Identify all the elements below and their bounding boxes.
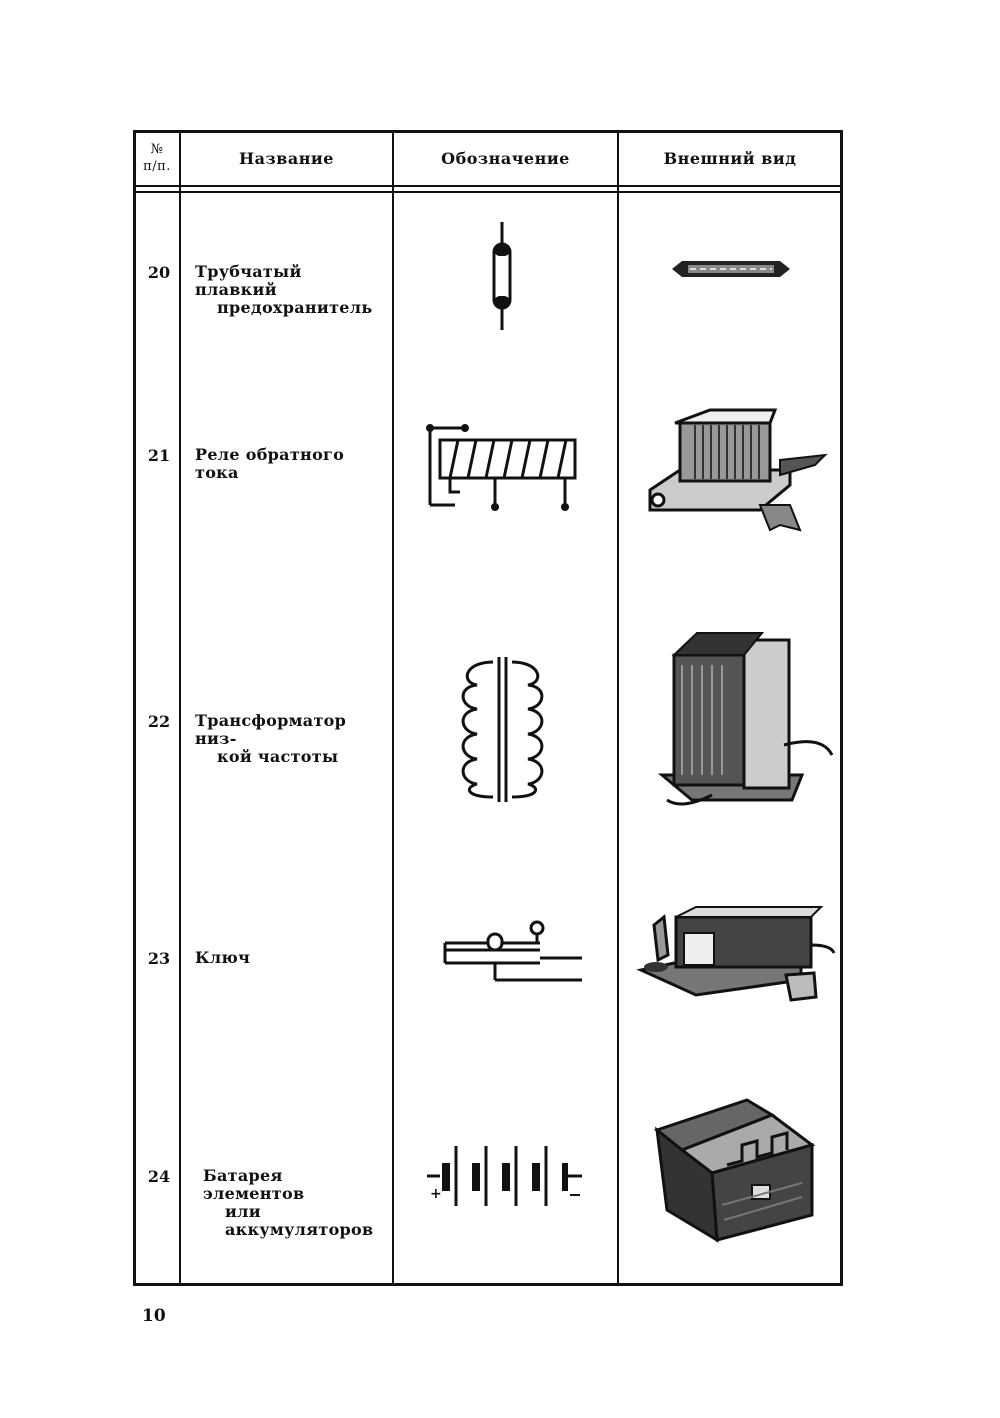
key-switch-symbol-icon: [443, 920, 582, 982]
row-name-line: Ключ: [195, 948, 251, 967]
row-name: Трансформатор низ- кой частоты: [195, 712, 383, 766]
row-name: Батарея элементов или аккумуляторов: [203, 1167, 386, 1239]
row-number: 23: [147, 949, 171, 968]
transformer-picture-icon: [657, 632, 834, 806]
key-switch-picture-icon: [636, 906, 836, 1002]
battery-symbol-icon: +: [427, 1146, 582, 1206]
column-divider: [179, 130, 181, 1286]
transformer-symbol-icon: [461, 657, 544, 802]
tube-fuse-picture-icon: [672, 261, 790, 277]
row-number: 22: [147, 712, 171, 731]
row-name-line: Трансформатор низ-: [195, 711, 347, 748]
row-name-line: Батарея элементов: [203, 1166, 305, 1203]
page-number: 10: [142, 1306, 166, 1326]
row-number: 20: [147, 263, 171, 282]
svg-text:+: +: [430, 1186, 442, 1202]
header-appearance: Внешний вид: [663, 148, 797, 168]
row-number: 24: [147, 1167, 171, 1186]
header-divider: [133, 185, 843, 187]
header-number: № п/п.: [135, 132, 179, 184]
row-name-line: кой частоты: [217, 747, 339, 766]
header-symbol: Обозначение: [441, 148, 570, 168]
row-name-line: Реле обратного тока: [195, 445, 345, 482]
header-name: Название: [239, 148, 334, 168]
row-name: Ключ: [195, 949, 383, 967]
column-divider: [617, 130, 619, 1286]
row-name: Трубчатый плавкий предохранитель: [195, 263, 383, 317]
row-name: Реле обратного тока: [195, 446, 383, 482]
header-number-abbrev: п/п.: [143, 159, 171, 174]
tube-fuse-symbol-icon: [492, 222, 512, 330]
row-name-line: или аккумуляторов: [225, 1202, 374, 1239]
row-number: 21: [147, 446, 171, 465]
relay-coil-symbol-icon: [426, 424, 577, 511]
components-table: [133, 130, 843, 1286]
column-divider: [392, 130, 394, 1286]
row-name-line: предохранитель: [217, 298, 373, 317]
header-number-symbol: №: [150, 142, 164, 157]
header-divider-double: [133, 191, 843, 193]
battery-box-picture-icon: [653, 1098, 816, 1243]
row-name-line: Трубчатый плавкий: [195, 262, 302, 299]
relay-picture-icon: [648, 408, 828, 532]
